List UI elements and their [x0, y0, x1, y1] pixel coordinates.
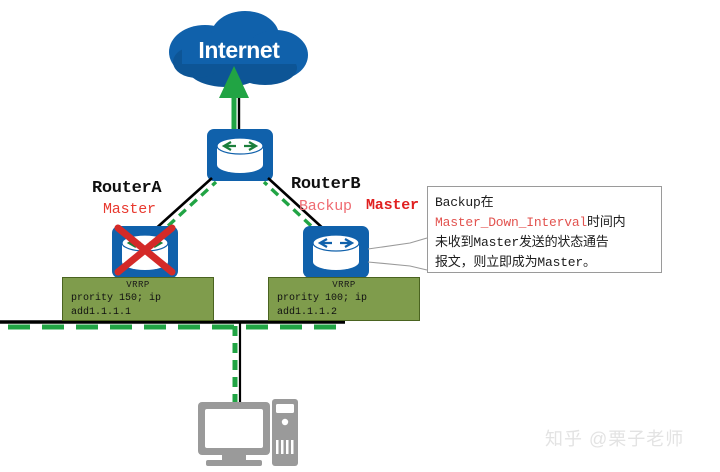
internet-cloud-icon: [169, 11, 308, 87]
internet-cloud-label: Internet: [198, 37, 280, 63]
callout-line-3: 未收到Master发送的状态通告: [435, 235, 609, 250]
routerA-failure-x-icon: [114, 224, 176, 276]
traffic-routerA-core: [155, 180, 218, 238]
routerA-name-label: RouterA: [92, 179, 162, 198]
vrrp-title-b: VRRP: [332, 280, 356, 290]
desktop-pc-icon: [198, 399, 298, 466]
callout-leader-lines: [367, 237, 428, 271]
vrrp-priority-a: prority 150; ip: [71, 293, 162, 304]
vrrp-config-box-routerA: VRRP prority 150; ip add1.1.1.1: [62, 277, 214, 321]
zhihu-watermark: 知乎 @栗子老师: [545, 429, 685, 449]
routerB-name-label: RouterB: [291, 175, 361, 194]
callout-line-1: Backup在: [435, 195, 494, 210]
routerB-role-master-label: Master: [366, 197, 419, 214]
traffic-routerB-core: [262, 180, 324, 238]
callout-master-down-interval: Master_Down_Interval: [435, 215, 588, 230]
vrrp-priority-b: prority 100; ip: [277, 293, 368, 304]
vrrp-title-a: VRRP: [126, 280, 150, 290]
vrrp-address-b: add1.1.1.2: [277, 307, 338, 318]
routerB-role-backup-label: Backup: [299, 198, 352, 215]
vrrp-address-a: add1.1.1.1: [71, 307, 132, 318]
core-router-icon: [207, 129, 273, 181]
callout-line-4: 报文，则立即成为Master。: [435, 255, 596, 270]
vrrp-explanation-callout: Backup在 Master_Down_Interval时间内 未收到Maste…: [427, 186, 662, 273]
vrrp-config-box-routerB: VRRP prority 100; ip add1.1.1.2: [268, 277, 420, 321]
link-core-routerB: [267, 177, 328, 233]
routerA-role-label: Master: [103, 201, 156, 218]
callout-line-2: Master_Down_Interval时间内: [435, 211, 626, 230]
link-core-routerA: [151, 177, 213, 233]
callout-line-2-suffix: 时间内: [587, 215, 626, 230]
routerB-icon: [303, 226, 369, 278]
